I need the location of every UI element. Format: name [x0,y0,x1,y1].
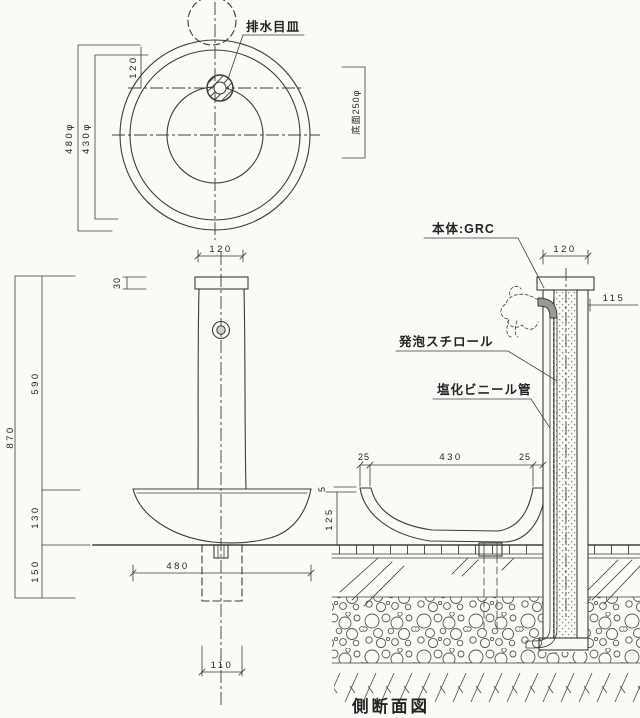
dim-30-bracket [122,276,147,290]
top-view: 480φ 430φ 120 底面250φ 排水目皿 [64,0,366,240]
dim-110-label: 110 [211,660,234,671]
dim-basin-line [356,461,547,487]
dim-430-bracket [94,54,149,220]
body-material-leader [423,237,545,289]
dim-120-label: 120 [128,55,139,78]
faucet-dashed-outline [500,286,539,338]
side-drain-detail [483,542,498,557]
faucet-post-dashed-circle [187,0,237,46]
dim-480-label: 480φ [64,122,75,154]
body-material-label: 本体:GRC [432,221,495,236]
column-cap-grc [536,276,595,291]
gravel-layer [332,597,640,663]
gravel-boundaries [331,596,640,664]
pvc-pipe-label: 塩化ビニール管 [437,382,532,397]
dim-120f-line [194,249,247,263]
front-faucet-mount [211,320,231,340]
dim-480-bracket [77,44,141,232]
dim-120s-label: 120 [553,244,576,255]
dim-110-line [198,645,246,677]
front-column-left [197,288,200,490]
subgrade-hatch [334,664,640,706]
dim-115-label: 115 [603,293,626,304]
front-view: 870 590 130 150 30 120 480 110 [5,244,315,708]
dim-870-line [14,275,76,599]
side-drain [478,542,503,557]
dim-590-label: 590 [30,371,41,394]
dim-120f-label: 120 [209,244,232,255]
dim-130-label: 130 [30,505,41,528]
styrofoam-core [554,290,577,638]
column-footing [538,637,589,651]
dim-25l-label: 25 [358,452,370,462]
drain-strainer-label: 排水目皿 [246,19,300,34]
pvc-pipe-lines [549,317,558,629]
dim-480f-line [129,564,315,582]
dim-125-label: 125 [324,507,335,530]
front-column-right [243,288,247,490]
front-cap [194,276,249,290]
dim-430-label: 430φ [81,122,92,154]
front-drain-detail [217,544,225,559]
dim-5-bracket [325,486,357,493]
dim-250-label: 底面250φ [350,90,361,135]
dim-25r-label: 25 [519,452,531,462]
pvc-pipe-leader [432,398,551,429]
side-view: 120 115 25 430 25 5 125 本体:GRC 発泡スチロール 塩… [92,221,640,706]
dim-480f-label: 480 [166,561,189,572]
dim-5-label: 5 [317,486,327,492]
styrofoam-label: 発泡スチロール [398,334,494,349]
dim-870-label: 870 [5,425,16,448]
paving-lines [331,553,640,559]
dim-115-line [587,298,639,312]
dim-30-label: 30 [112,277,122,289]
side-drainpipe-dashed [483,555,498,633]
drawing-caption: 側断面図 [351,696,430,716]
front-bowl [132,488,312,544]
dim-130-line [41,489,91,546]
front-faucet-center [216,325,226,335]
pipe-top-elbow [537,297,558,319]
dim-250-bracket [341,66,366,159]
drain-strainer-leader [227,34,305,80]
mortar-hatch-strokes [339,557,640,607]
drain-strainer-inner [213,81,227,95]
pipe-bottom-elbow [525,627,558,649]
dim-125-line [321,491,346,546]
styrofoam-leader [395,350,558,382]
paving-band [332,545,640,554]
dim-120s-line [539,249,592,265]
dim-430s-label: 430 [439,452,462,463]
dim-590-line [41,275,81,491]
dim-150-label: 150 [30,559,41,582]
side-bowl-wall [359,487,544,543]
